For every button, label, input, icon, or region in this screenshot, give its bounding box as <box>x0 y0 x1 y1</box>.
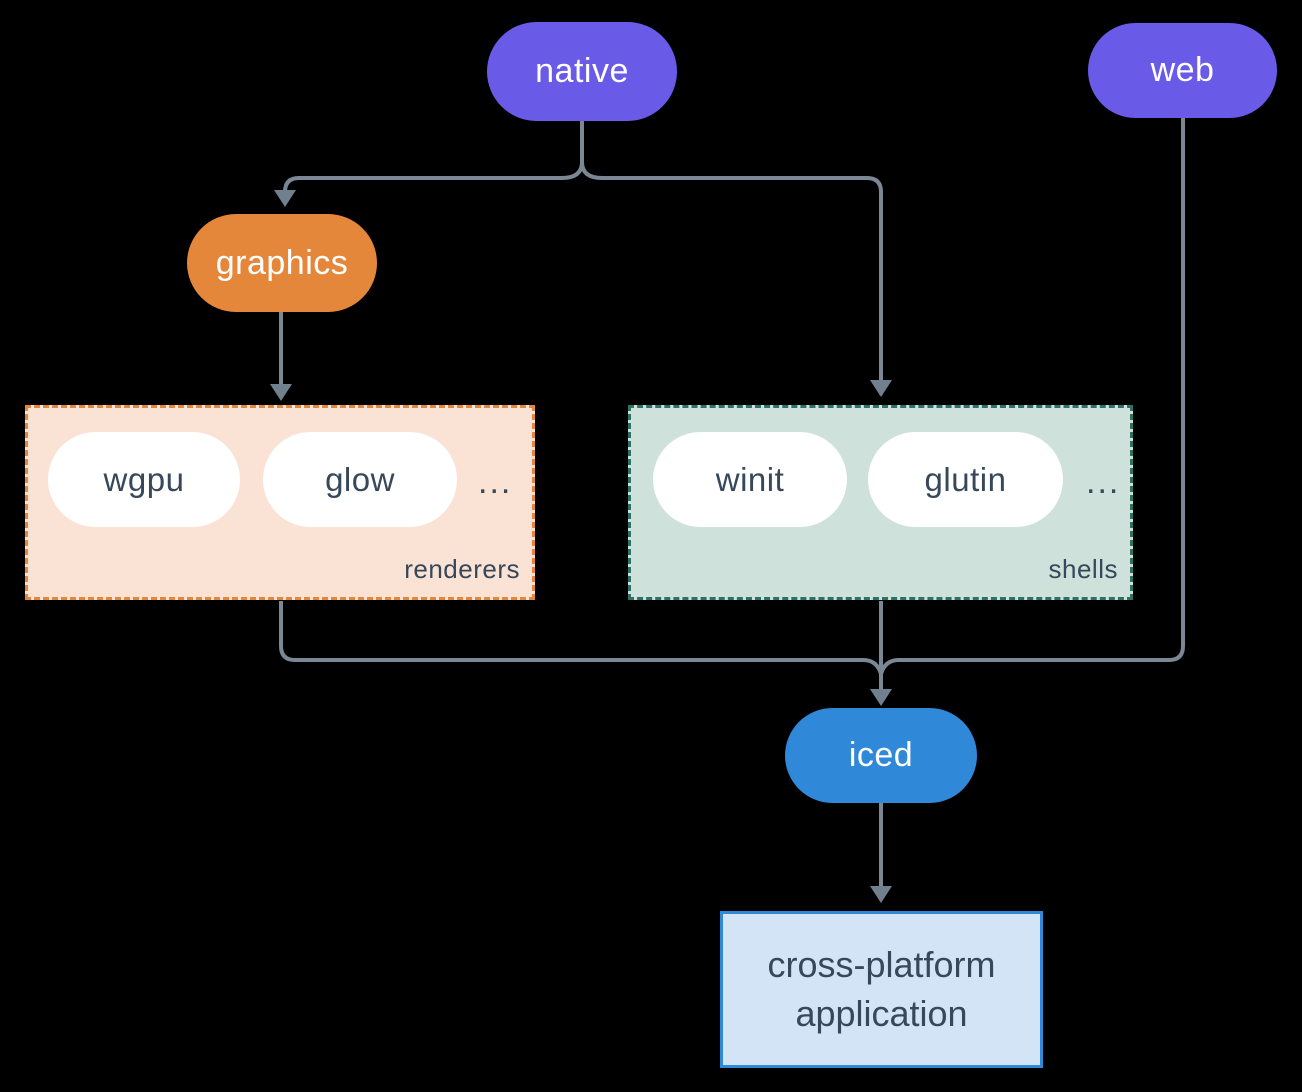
arrowhead-shells <box>870 380 892 397</box>
node-iced-label: iced <box>848 736 914 774</box>
node-winit: winit <box>653 432 847 527</box>
node-wgpu: wgpu <box>48 432 240 527</box>
arrowhead-renderers <box>270 384 292 401</box>
node-glutin: glutin <box>868 432 1063 527</box>
renderers-ellipsis: ... <box>478 463 513 501</box>
node-glutin-label: glutin <box>924 460 1007 498</box>
arrowhead-iced <box>870 689 892 706</box>
arrowhead-application <box>870 886 892 903</box>
edge-native-to-shells <box>580 121 883 384</box>
node-glow: glow <box>263 432 457 527</box>
arrowhead-graphics <box>274 190 296 207</box>
node-iced: iced <box>785 708 977 803</box>
edge-renderers-to-iced <box>279 601 883 675</box>
group-renderers: wgpu glow ... renderers <box>25 405 535 600</box>
node-web: web <box>1088 23 1277 118</box>
node-wgpu-label: wgpu <box>103 460 185 498</box>
node-graphics-label: graphics <box>215 243 349 282</box>
shells-ellipsis: ... <box>1086 463 1121 501</box>
node-web-label: web <box>1150 51 1215 89</box>
shells-group-label: shells <box>1048 554 1118 584</box>
edge-native-to-graphics <box>283 121 584 195</box>
application-label-line1: cross-platform <box>767 943 996 985</box>
node-graphics: graphics <box>187 214 377 312</box>
edge-web-to-iced <box>879 118 1185 675</box>
group-shells: winit glutin ... shells <box>628 405 1133 600</box>
node-native-label: native <box>535 52 629 90</box>
node-native: native <box>487 22 677 121</box>
renderers-group-label: renderers <box>404 554 520 584</box>
node-glow-label: glow <box>325 460 395 498</box>
application-label-line2: application <box>795 992 968 1034</box>
node-cross-platform-application: cross-platform application <box>720 911 1043 1068</box>
node-winit-label: winit <box>715 460 785 498</box>
